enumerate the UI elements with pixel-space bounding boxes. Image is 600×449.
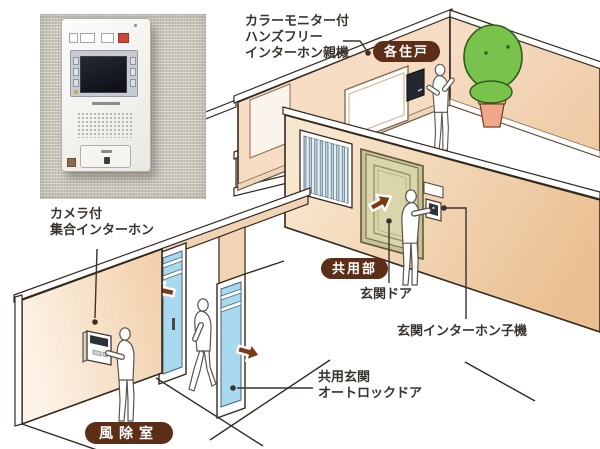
corridor-wall: [282, 106, 600, 333]
monitor-bezel: [70, 50, 138, 97]
brand-logo: [92, 102, 120, 105]
entrance-intercom-sub-unit: [425, 198, 442, 222]
vestibule-wall-band: [13, 187, 311, 303]
device-button: [73, 57, 79, 65]
emergency-button: [118, 33, 129, 43]
device-button: [69, 33, 78, 43]
monitor-screen: [80, 56, 127, 93]
label-entrance-door: 玄関ドア: [360, 286, 413, 301]
walking-person: [188, 298, 217, 392]
device-button: [130, 79, 136, 87]
product-photo: [40, 14, 206, 199]
residence-right-wall: [449, 9, 600, 158]
leader-sub-unit: [446, 207, 467, 319]
indicator-dot: [134, 24, 137, 27]
vestibule-front-wall: [14, 247, 163, 427]
label-autolock-door: 共用玄関 オートロックドア: [318, 369, 422, 401]
talk-label-mark: [101, 150, 112, 153]
label-line: インターホン親機: [245, 45, 350, 60]
label-line: 集合インターホン: [50, 222, 155, 237]
badge-common-area: 共用部: [321, 258, 389, 279]
wall-cap: [282, 106, 600, 200]
label-collective-intercom: カメラ付 集合インターホン: [50, 206, 154, 238]
wall-cap: [13, 187, 311, 303]
collective-intercom-panel: [82, 330, 112, 366]
nameplate: [423, 181, 444, 199]
door-arrow-icon: [368, 193, 393, 213]
sliding-door-right: [216, 273, 246, 419]
wall-monitor: [406, 68, 425, 102]
device-button: [130, 57, 136, 65]
badge-residence: 各住戸: [373, 41, 441, 62]
resident-person: [426, 63, 455, 151]
label-line: ハンズフリー: [245, 29, 323, 44]
label-line: カラーモニター付: [245, 13, 350, 28]
speaker-grille: [77, 112, 134, 138]
wall-cap: [449, 9, 600, 70]
lattice-window: [299, 129, 353, 209]
label-entrance-intercom-sub: 玄関インターホン子機: [397, 323, 528, 338]
talk-icon: [104, 157, 110, 164]
sliding-door-left: [158, 241, 187, 386]
talk-panel: [80, 145, 131, 168]
leader-monitor-unit: [343, 40, 368, 52]
device-button: [80, 33, 95, 43]
device-button: [73, 79, 79, 87]
led-dot: [74, 90, 78, 94]
potted-plant: [463, 24, 523, 128]
door-handle: [172, 318, 175, 330]
device-button: [130, 68, 136, 76]
device-button: [101, 33, 114, 43]
label-line: 共用玄関: [318, 369, 371, 384]
leader-dots: [92, 50, 447, 391]
leader-collective-intercom: [94, 248, 98, 319]
intercom-device: [61, 18, 151, 172]
visitor-person: [401, 189, 432, 286]
label-line: オートロックドア: [318, 385, 423, 400]
badge-windbreak-room: 風除室: [85, 422, 173, 444]
arrow-right-icon: [235, 342, 262, 362]
label-line: カメラ付: [50, 206, 103, 221]
device-button: [73, 68, 79, 76]
plant-foliage: [463, 24, 523, 90]
sensor-square: [67, 158, 76, 167]
label-monitor-unit: カラーモニター付 ハンズフリー インターホン親機: [245, 13, 349, 61]
floor-lines: [21, 260, 536, 449]
wall-cap: [14, 294, 23, 427]
vestibule-person: [105, 327, 135, 422]
leader-lines: [94, 40, 467, 389]
